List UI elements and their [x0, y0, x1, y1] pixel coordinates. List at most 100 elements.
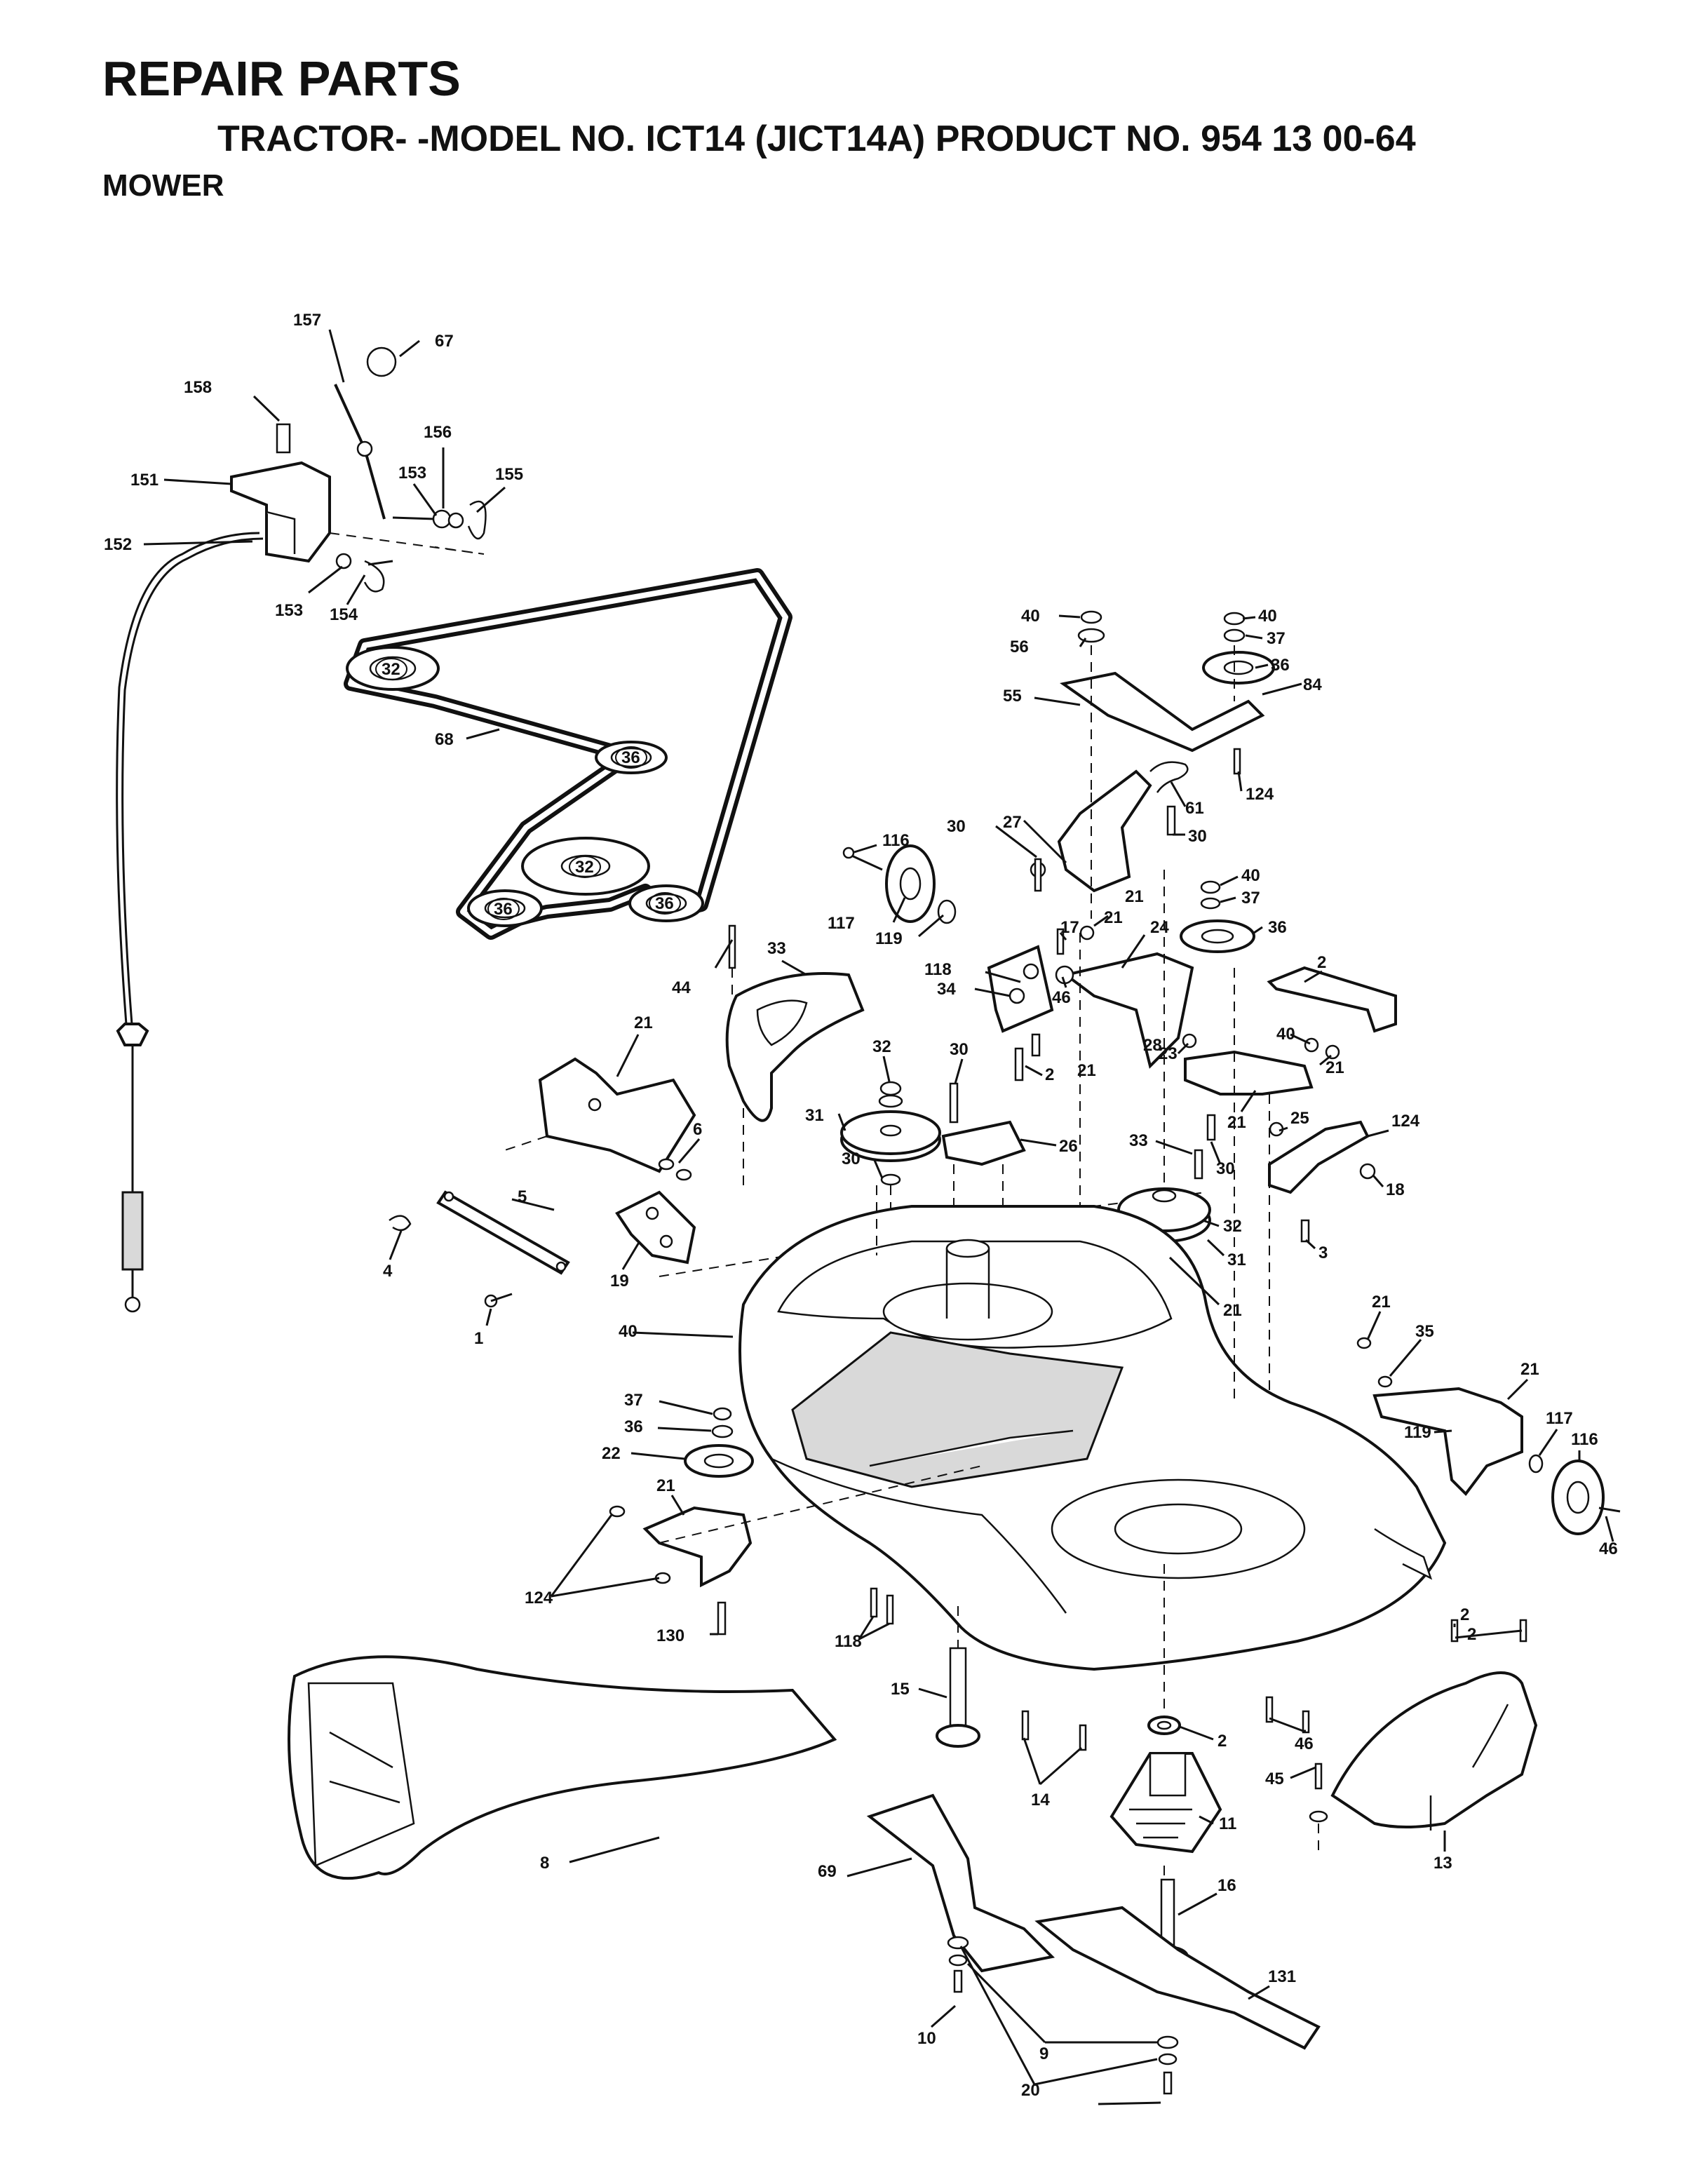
callout-21: 25 — [1290, 1109, 1309, 1128]
callout-156: 156 — [424, 423, 452, 442]
callout-35: 21 — [1520, 1360, 1539, 1379]
callout-26: 2 — [1317, 953, 1326, 972]
bolt-pair-130 — [870, 1587, 894, 1625]
callout-33: 32 — [1223, 1217, 1242, 1236]
callout-155: 155 — [495, 465, 523, 484]
callout-21: 35 — [1415, 1322, 1434, 1341]
callout-116: 116 — [882, 831, 910, 850]
callout-157: 157 — [293, 311, 321, 330]
callout-153: 153 — [398, 464, 426, 483]
callout-2: 46 — [1295, 1734, 1314, 1753]
callout-2: 40 — [1276, 1025, 1295, 1044]
callout-40: 40 — [1241, 866, 1260, 885]
spindle-pulley-left — [840, 1081, 941, 1255]
callout-31: 21 — [1223, 1301, 1242, 1320]
callout-56: 56 — [1010, 638, 1029, 656]
bracket-3 — [504, 1057, 696, 1173]
callout-18: 3 — [1318, 1243, 1328, 1262]
callout-36: 36 — [494, 900, 513, 919]
callout-154: 154 — [330, 605, 358, 624]
section-heading: MOWER — [102, 168, 224, 203]
callout-2: 14 — [1031, 1791, 1050, 1809]
callout-30: 33 — [1129, 1131, 1148, 1150]
callout-32: 32 — [575, 858, 594, 877]
callout-84: 84 — [1303, 675, 1322, 694]
model-subtitle: TRACTOR- -MODEL NO. ICT14 (JICT14A) PROD… — [217, 119, 1416, 159]
callout-46: 2 — [1460, 1605, 1469, 1624]
callout-34: 34 — [937, 980, 956, 999]
callout-23: 21 — [1227, 1113, 1246, 1132]
callout-21: 124 — [525, 1589, 553, 1607]
callout-11: 69 — [818, 1862, 837, 1881]
callout-21: 6 — [693, 1120, 702, 1139]
callout-36: 36 — [1271, 656, 1290, 675]
callout-30: 30 — [1188, 827, 1207, 846]
callout-32: 32 — [382, 660, 400, 679]
lift-lever-assembly — [230, 346, 487, 593]
control-cable — [116, 532, 264, 1313]
callout-31: 30 — [842, 1150, 861, 1168]
callout-36: 36 — [1268, 918, 1287, 937]
belt-guard-right — [1309, 1619, 1538, 1852]
callout-37: 36 — [624, 1417, 643, 1436]
callout-14: 11 — [1219, 1814, 1236, 1833]
callout-40: 21 — [1325, 1058, 1344, 1077]
callout-67: 67 — [435, 332, 454, 351]
callout-21: 21 — [1104, 908, 1123, 927]
callout-45: 13 — [1433, 1854, 1452, 1873]
callout-119: 119 — [875, 929, 903, 948]
callout-68: 68 — [435, 730, 454, 749]
callout-32: 31 — [1227, 1251, 1246, 1269]
callout-22: 21 — [656, 1476, 675, 1495]
callout-1: 40 — [619, 1322, 638, 1341]
callout-10: 9 — [1039, 2044, 1048, 2063]
callout-ring — [375, 658, 407, 680]
callout-ring — [569, 856, 601, 878]
callout-40: 40 — [1258, 607, 1277, 626]
callout-21: 23 — [1159, 1044, 1178, 1063]
callout-32: 31 — [805, 1106, 824, 1125]
drive-belt — [344, 568, 792, 940]
idler-pulley-left — [609, 1407, 983, 1636]
callout-ring — [487, 898, 520, 920]
callout-30: 30 — [950, 1040, 969, 1059]
assembly-guide-lines — [876, 870, 1235, 1718]
callout-40: 40 — [1021, 607, 1040, 626]
idler-bracket-assembly — [987, 880, 1255, 1069]
callout-21: 28 — [1143, 1036, 1162, 1055]
callout-24: 24 — [1150, 918, 1169, 937]
page-title: REPAIR PARTS — [102, 51, 461, 106]
callout-2: 2 — [1467, 1625, 1476, 1644]
callout-130: 118 — [835, 1632, 862, 1651]
callout-36: 36 — [655, 894, 674, 913]
callout-16: 131 — [1268, 1967, 1296, 1986]
callout-118: 21 — [1372, 1293, 1391, 1312]
idler-arm-assembly — [1030, 610, 1275, 919]
callout-153: 153 — [275, 601, 303, 620]
discharge-chute — [288, 1655, 837, 1880]
callout-17: 17 — [1060, 918, 1079, 937]
callout-124: 124 — [1246, 785, 1274, 804]
callout-124: 30 — [1216, 1159, 1235, 1178]
callout-152: 152 — [104, 535, 132, 554]
leader-lines — [143, 329, 1614, 2105]
callout-33: 32 — [872, 1037, 891, 1056]
callout-117: 116 — [1571, 1430, 1598, 1449]
callout-2: 21 — [1077, 1061, 1096, 1080]
callout-44: 33 — [767, 939, 786, 958]
callout-158: 158 — [184, 378, 212, 397]
callout-36: 36 — [621, 748, 640, 767]
callout-37: 37 — [1267, 629, 1286, 648]
callout-131: 8 — [540, 1854, 549, 1873]
callout-21: 118 — [924, 960, 952, 979]
callout-ring — [649, 892, 681, 915]
callout-13: 15 — [891, 1680, 910, 1699]
callout-ring — [615, 746, 647, 769]
blades — [866, 1793, 1321, 2095]
callout-21: 18 — [1386, 1180, 1405, 1199]
callout-46: 45 — [1265, 1770, 1284, 1788]
callout-21: 119 — [1404, 1423, 1431, 1442]
callout-69: 16 — [1217, 1876, 1236, 1895]
callout-46: 44 — [672, 978, 691, 997]
